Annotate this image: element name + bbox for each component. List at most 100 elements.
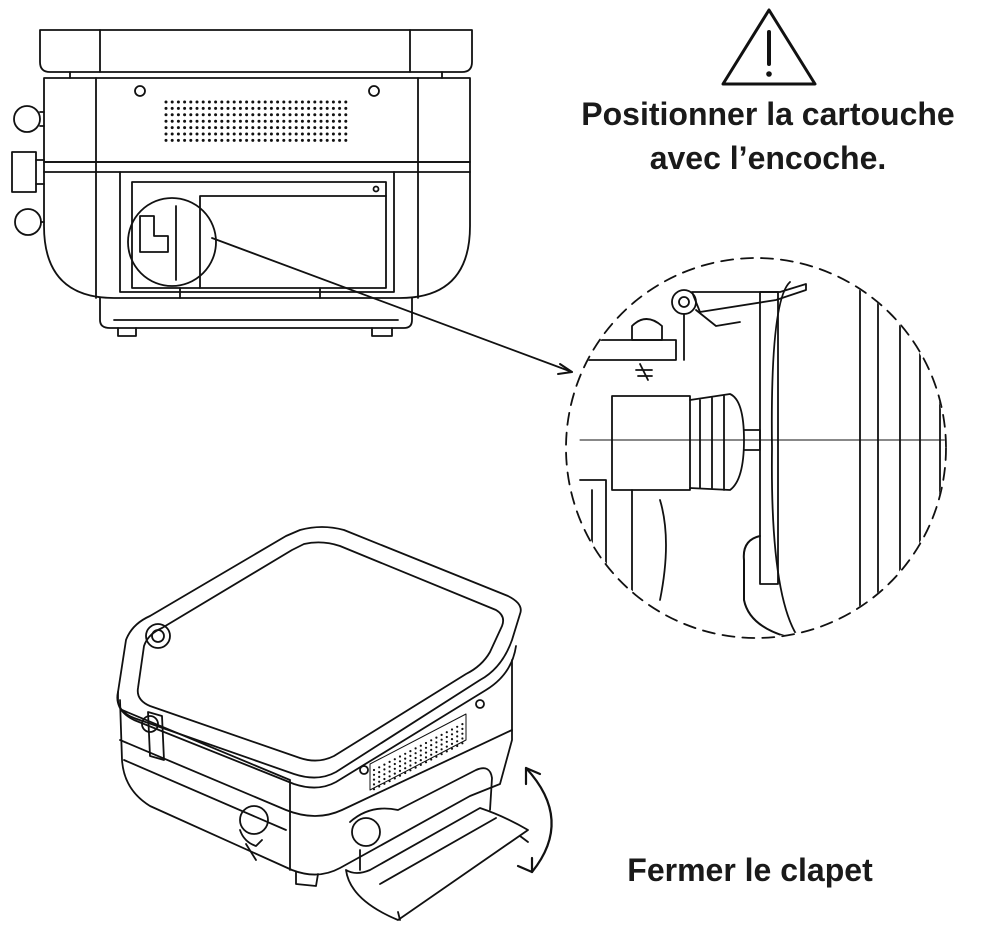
vent-hole [398,774,402,777]
vent-hole [201,113,205,117]
vent-hole [263,132,267,136]
vent-hole [201,132,205,136]
vent-hole [461,723,464,726]
vent-hole [319,106,323,110]
vent-hole [207,119,211,123]
vent-hole [226,126,230,130]
warning-line-1: Positionner la cartouche [581,96,955,132]
vent-hole [195,119,199,123]
vent-hole [313,132,317,136]
vent-hole [331,126,335,130]
vent-hole [232,113,236,117]
vent-hole [344,119,348,123]
vent-hole [325,132,329,136]
vent-hole [170,106,174,110]
vent-hole [257,119,261,123]
vent-hole [207,132,211,136]
vent-hole [226,138,230,142]
vent-hole [313,100,317,104]
vent-hole [257,138,261,142]
vent-hole [263,126,267,130]
vent-hole [419,759,422,762]
vent-hole [409,754,412,758]
vent-hole [238,100,242,104]
vent-hole [282,132,286,136]
device-isometric-view [116,526,553,921]
vent-hole [319,119,323,123]
vent-hole [344,132,348,136]
vent-hole [170,119,174,123]
vent-hole [251,113,255,117]
vent-hole [294,119,298,123]
vent-hole [393,762,396,766]
vent-hole [338,132,342,136]
vent-hole [378,780,381,783]
vent-hole [207,126,211,130]
vent-hole [383,777,386,781]
vent-hole [445,745,448,748]
vent-grille-top [164,100,348,142]
vent-hole [409,764,412,767]
vent-hole [170,126,174,130]
vent-hole [195,100,199,104]
vent-hole [450,742,454,746]
vent-hole [424,761,428,764]
vent-hole [440,748,443,751]
vent-hole [419,744,422,747]
vent-hole [238,132,242,136]
vent-hole [220,119,224,123]
vent-hole [440,738,443,741]
vent-hole [170,113,174,117]
vent-hole [313,126,317,130]
vent-hole [288,126,292,130]
vent-hole [325,100,329,104]
rotation-arrow-icon [524,766,553,874]
vent-hole [164,113,168,117]
vent-hole [220,113,224,117]
vent-hole [238,126,242,130]
vent-hole [189,113,193,117]
vent-hole [288,100,292,104]
vent-hole [319,100,323,104]
vent-hole [232,100,236,104]
vent-hole [220,132,224,136]
vent-hole [183,100,187,104]
vent-hole [282,126,286,130]
vent-hole [307,126,311,130]
vent-hole [232,119,236,123]
vent-hole [307,106,311,110]
vent-hole [220,126,224,130]
vent-grille-iso [372,723,464,791]
vent-hole [207,113,211,117]
vent-hole [220,106,224,110]
vent-hole [288,132,292,136]
vent-hole [424,751,428,754]
vent-hole [195,132,199,136]
vent-hole [414,761,417,764]
vent-hole [214,119,218,123]
vent-hole [251,119,255,123]
vent-hole [245,126,249,130]
vent-hole [461,742,464,745]
vent-hole [419,754,422,757]
vent-hole [226,132,230,136]
vent-hole [263,119,267,123]
vent-hole [276,113,280,117]
vent-hole [300,138,304,142]
vent-hole [263,100,267,104]
vent-hole [331,100,335,104]
vent-hole [372,768,376,772]
vent-hole [201,126,205,130]
vent-hole [445,750,448,753]
vent-hole [220,100,224,104]
vent-hole [313,106,317,110]
vent-hole [214,113,218,117]
vent-hole [344,126,348,130]
vent-hole [164,119,168,123]
vent-hole [257,100,261,104]
vent-hole [404,771,407,775]
vent-hole [461,732,464,735]
vent-hole [238,106,242,110]
vent-hole [201,106,205,110]
vent-hole [164,106,168,110]
